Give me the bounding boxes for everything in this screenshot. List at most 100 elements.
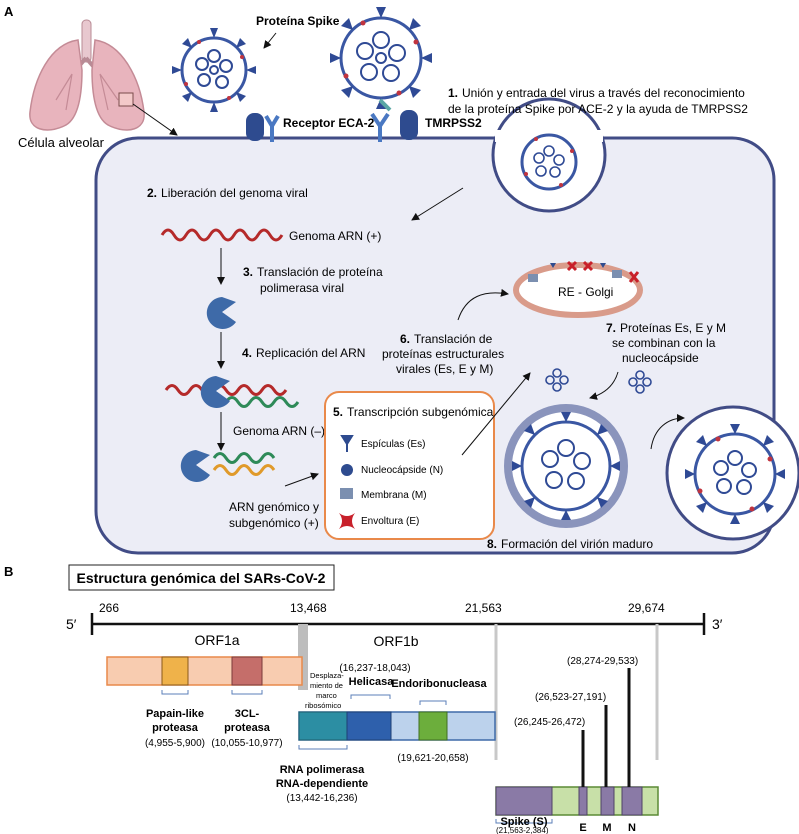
- nucleocapsid-cluster-left: [545, 368, 569, 392]
- panel-b-label: B: [4, 564, 13, 579]
- virion-top-center: [330, 7, 432, 109]
- alveolar-cell-label: Célula alveolar: [18, 135, 105, 150]
- step7-line2: se combinan con la: [612, 336, 716, 350]
- papain-line1: Papain-like: [146, 708, 204, 720]
- helicase-domain: [346, 711, 392, 741]
- step3-line1: 3.Translación de proteína: [243, 265, 383, 279]
- legend-nucleocapsid-label: Nucleocápside (N): [361, 465, 443, 476]
- virion-top-left: [172, 28, 256, 112]
- legend-envelope-label: Envoltura (E): [361, 516, 419, 527]
- spike-protein-label: Proteína Spike: [256, 14, 340, 28]
- step7-line1: 7.Proteínas Es, E y M: [606, 321, 726, 335]
- 3cl-range: (10,055-10,977): [211, 738, 282, 749]
- m-range: (26,523-27,191): [535, 692, 606, 703]
- e-range: (26,245-26,472): [514, 717, 585, 728]
- frameshift-line2: miento de: [310, 681, 343, 690]
- 3cl-protease-domain: [231, 656, 263, 686]
- arrow-to-golgi: [457, 288, 509, 321]
- frameshift-line4: ribosómico: [305, 701, 341, 710]
- helicase-label: Helicasa: [349, 676, 395, 688]
- papain-range: (4,955-5,900): [145, 738, 205, 749]
- tmprss2-icon: [370, 98, 418, 142]
- tmprss2-label: TMRPSS2: [425, 116, 482, 130]
- papain-like-domain: [161, 656, 189, 686]
- e-gene-label: E: [579, 822, 586, 834]
- step5-label: 5.Transcripción subgenómica: [333, 405, 494, 419]
- genomic-line1: ARN genómico y: [229, 500, 319, 514]
- rdrp-line1: RNA polimerasa: [280, 764, 365, 776]
- spike-icon: [340, 435, 354, 452]
- genome-positive-label: Genoma ARN (+): [289, 229, 381, 243]
- genomic-line2: subgenómico (+): [229, 516, 319, 530]
- membrane-icon: [340, 488, 353, 499]
- virion-released: [685, 424, 785, 524]
- legend-membrane-label: Membrana (M): [361, 490, 427, 501]
- genome-negative-label: Genoma ARN (–): [233, 424, 325, 438]
- virion-endosome: [520, 133, 578, 191]
- step2-label: 2.Liberación del genoma viral: [147, 186, 308, 200]
- panel-a-label: A: [4, 4, 14, 19]
- step6-line3: virales (Es, E y M): [396, 362, 493, 376]
- spike-gene: [495, 786, 553, 816]
- position-266: 266: [99, 601, 119, 615]
- nucleocapsid-cluster-right: [628, 370, 652, 394]
- polymerase-icon: [206, 297, 236, 329]
- n-gene-label: N: [628, 822, 636, 834]
- polymerase-transcription-icon: [180, 450, 210, 482]
- endo-label: Endoribonucleasa: [391, 678, 487, 690]
- 3cl-line2: proteasa: [224, 722, 271, 734]
- rna-template-strand: [164, 384, 288, 396]
- rna-negative-strand: [224, 396, 300, 408]
- spike-gene-label: Spike (S): [500, 816, 547, 828]
- frameshift-line3: marco: [316, 691, 337, 700]
- step6-line2: proteínas estructurales: [382, 347, 504, 361]
- genome-title: Estructura genómica del SARs-CoV-2: [77, 570, 326, 586]
- rna-genomic-green: [212, 452, 276, 464]
- endoribonuclease-domain: [418, 711, 448, 741]
- re-golgi-label: RE - Golgi: [558, 285, 613, 299]
- orf1b-label: ORF1b: [373, 633, 418, 649]
- step1-line2: de la proteína Spike por ACE-2 y la ayud…: [448, 102, 748, 116]
- 3cl-line1: 3CL-: [235, 708, 260, 720]
- frameshift-guide: [298, 624, 308, 690]
- rna-positive-strand: [160, 228, 284, 242]
- rdrp-domain: [298, 711, 348, 741]
- papain-line2: proteasa: [152, 722, 199, 734]
- position-21563: 21,563: [465, 601, 502, 615]
- m-gene: [600, 786, 615, 816]
- re-golgi-organelle: [513, 262, 643, 318]
- position-29674: 29,674: [628, 601, 665, 615]
- helicase-range: (16,237-18,043): [339, 663, 410, 674]
- e-gene: [578, 786, 588, 816]
- genome-title-box: [68, 564, 335, 591]
- endo-range: (19,621-20,658): [397, 753, 468, 764]
- release-arrow: [411, 187, 464, 221]
- step1-line1: 1.Unión y entrada del virus a través del…: [448, 86, 745, 100]
- n-gene: [621, 786, 643, 816]
- position-13468: 13,468: [290, 601, 327, 615]
- step6-line1: 6.Translación de: [400, 332, 493, 346]
- legend-spike-label: Espículas (Es): [361, 439, 425, 450]
- nucleocapsid-icon: [341, 464, 353, 476]
- subgenomic-legend-box: [324, 391, 495, 540]
- arrow-to-virion: [589, 371, 619, 400]
- step8-label: 8.Formación del virión maduro: [487, 537, 653, 551]
- virion-assembly: [504, 404, 628, 528]
- rdrp-range: (13,442-16,236): [286, 793, 357, 804]
- polymerase-replication-icon: [200, 376, 230, 408]
- arrow-release: [650, 414, 685, 450]
- rna-subgenomic-orange: [212, 464, 276, 476]
- ace2-receptor-icon: [246, 113, 280, 142]
- m-gene-label: M: [602, 822, 611, 834]
- step3-line2: polimerasa viral: [260, 281, 344, 295]
- five-prime-label: 5′: [66, 616, 77, 632]
- golgi-proteins: [528, 260, 640, 283]
- arrow-to-assembly: [461, 372, 531, 456]
- three-prime-label: 3′: [712, 616, 723, 632]
- rdrp-line2: RNA-dependiente: [276, 778, 368, 790]
- n-range: (28,274-29,533): [567, 656, 638, 667]
- orf1a-label: ORF1a: [194, 632, 239, 648]
- step7-line3: nucleocápside: [622, 351, 699, 365]
- spike-range: (21,563-2,384): [496, 826, 549, 834]
